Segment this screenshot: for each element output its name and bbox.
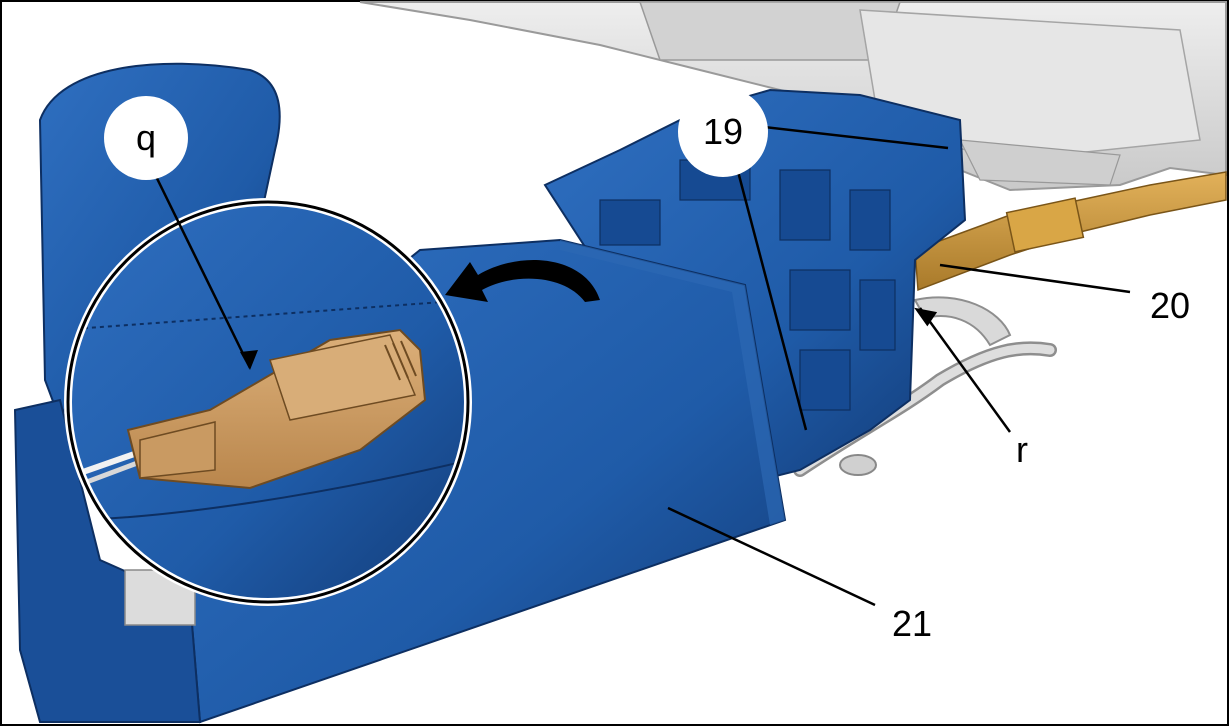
callout-19: 19 — [678, 87, 768, 177]
arrowhead-q — [240, 350, 258, 370]
label-19: 19 — [703, 111, 743, 152]
removal-direction-arrow — [445, 260, 600, 302]
label-r: r — [1016, 429, 1028, 470]
leader-21 — [667, 506, 876, 607]
leader-r — [918, 307, 1012, 433]
arrowhead-r — [914, 307, 938, 327]
electrical-connector — [126, 328, 427, 490]
gold-wiring-harness — [914, 171, 1227, 292]
label-20: 20 — [1150, 285, 1190, 326]
callout-q: q — [104, 96, 188, 180]
leader-q — [146, 159, 252, 369]
leader-20 — [939, 263, 1131, 294]
label-21: 21 — [892, 603, 932, 644]
label-q: q — [136, 117, 156, 158]
leader-19-b — [733, 159, 808, 431]
